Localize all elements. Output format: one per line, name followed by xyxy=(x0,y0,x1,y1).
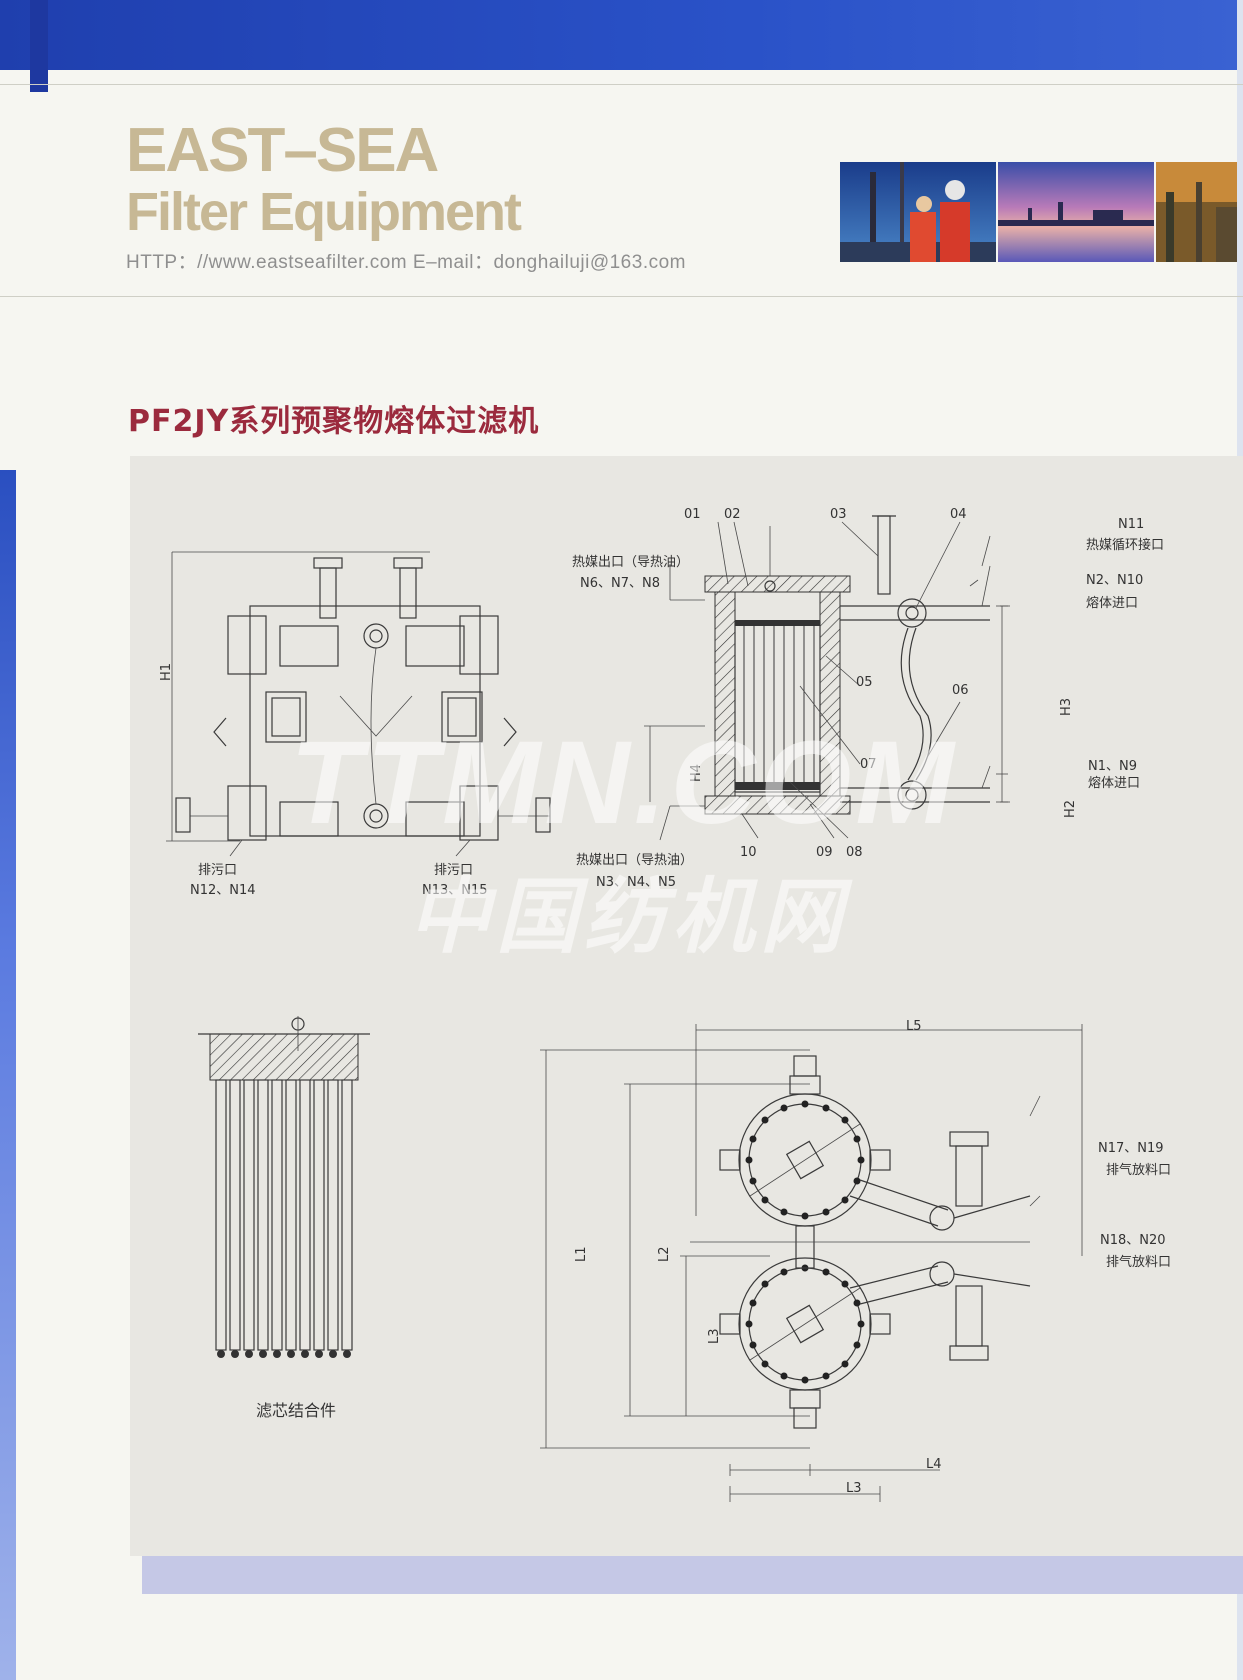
front-view xyxy=(166,551,551,857)
drawing-labels: 01 02 03 04 05 06 07 08 09 10 H1 H2 H3 H… xyxy=(159,507,1171,1496)
photo-factory-interior xyxy=(1156,162,1237,262)
hm-out-top-name: 热媒出口（导热油） xyxy=(572,555,689,570)
dim-h1-label: H1 xyxy=(159,663,174,681)
melt-in-top-name: 熔体进口 xyxy=(1086,596,1138,611)
watermark-chinese: 中国纺机网 xyxy=(408,870,848,965)
part-08-label: 08 xyxy=(846,845,863,860)
panel-footer-band xyxy=(142,1556,1243,1594)
dim-l3-horz-label: L3 xyxy=(846,1481,862,1496)
drain1-code: N12、N14 xyxy=(190,883,256,898)
melt-in-top-code: N2、N10 xyxy=(1086,573,1143,588)
melt-in-bot-name: 熔体进口 xyxy=(1088,776,1140,791)
vent2-name: 排气放料口 xyxy=(1106,1254,1171,1270)
part-02-label: 02 xyxy=(724,507,741,522)
part-03-label: 03 xyxy=(830,507,847,522)
brand-name-line1: EAST–SEA xyxy=(126,116,439,185)
left-edge-strip xyxy=(0,470,16,1680)
melt-in-bot-code: N1、N9 xyxy=(1088,759,1137,774)
brand-name-line2: Filter Equipment xyxy=(126,182,522,242)
hm-out-top-code: N6、N7、N8 xyxy=(580,576,660,591)
hm-out-bot-code: N3、N4、N5 xyxy=(596,875,676,890)
technical-drawing: 01 02 03 04 05 06 07 08 09 10 H1 H2 H3 H… xyxy=(159,507,1171,1502)
part-01-label: 01 xyxy=(684,507,701,522)
dim-h4-label: H4 xyxy=(689,764,704,782)
top-color-band xyxy=(0,0,1243,92)
dim-l4-label: L4 xyxy=(926,1457,942,1472)
part-10-label: 10 xyxy=(740,845,757,860)
photo-workers xyxy=(840,162,996,262)
section-view xyxy=(644,515,1010,841)
header-rule-bottom xyxy=(0,296,1243,297)
dim-h3-label: H3 xyxy=(1059,698,1074,716)
n11-name: 热媒循环接口 xyxy=(1086,537,1164,553)
drain2-code: N13、N15 xyxy=(422,883,488,898)
band-notch xyxy=(30,0,48,92)
part-09-label: 09 xyxy=(816,845,833,860)
n11-code: N11 xyxy=(1118,517,1144,532)
dim-l5-label: L5 xyxy=(906,1019,922,1034)
plan-view xyxy=(540,1024,1083,1502)
watermark-ttmn: TTMN.COM xyxy=(290,717,958,849)
vent1-code: N17、N19 xyxy=(1098,1141,1164,1156)
part-07-label: 07 xyxy=(860,757,877,772)
cartridge-caption: 滤芯结合件 xyxy=(256,1401,336,1420)
cartridge-assembly xyxy=(198,1016,370,1358)
drain2-name: 排污口 xyxy=(434,863,473,878)
dim-l2-label: L2 xyxy=(657,1246,672,1262)
dim-l3-vert-label: L3 xyxy=(707,1328,722,1344)
contact-line: HTTP：//www.eastseafilter.com E–mail：dong… xyxy=(126,252,686,273)
part-05-label: 05 xyxy=(856,675,873,690)
drawing-panel xyxy=(130,456,1243,1556)
header-rule-top xyxy=(0,84,1243,85)
page-title: PF2JY系列预聚物熔体过滤机 xyxy=(128,404,540,439)
vent2-code: N18、N20 xyxy=(1100,1233,1166,1248)
photo-industrial-skyline xyxy=(998,162,1154,262)
drain1-name: 排污口 xyxy=(198,863,237,878)
vent1-name: 排气放料口 xyxy=(1106,1162,1171,1178)
part-04-label: 04 xyxy=(950,507,967,522)
part-06-label: 06 xyxy=(952,683,969,698)
dim-l1-label: L1 xyxy=(574,1246,589,1262)
hm-out-bot-name: 热媒出口（导热油） xyxy=(576,853,693,868)
dim-h2-label: H2 xyxy=(1063,800,1078,818)
